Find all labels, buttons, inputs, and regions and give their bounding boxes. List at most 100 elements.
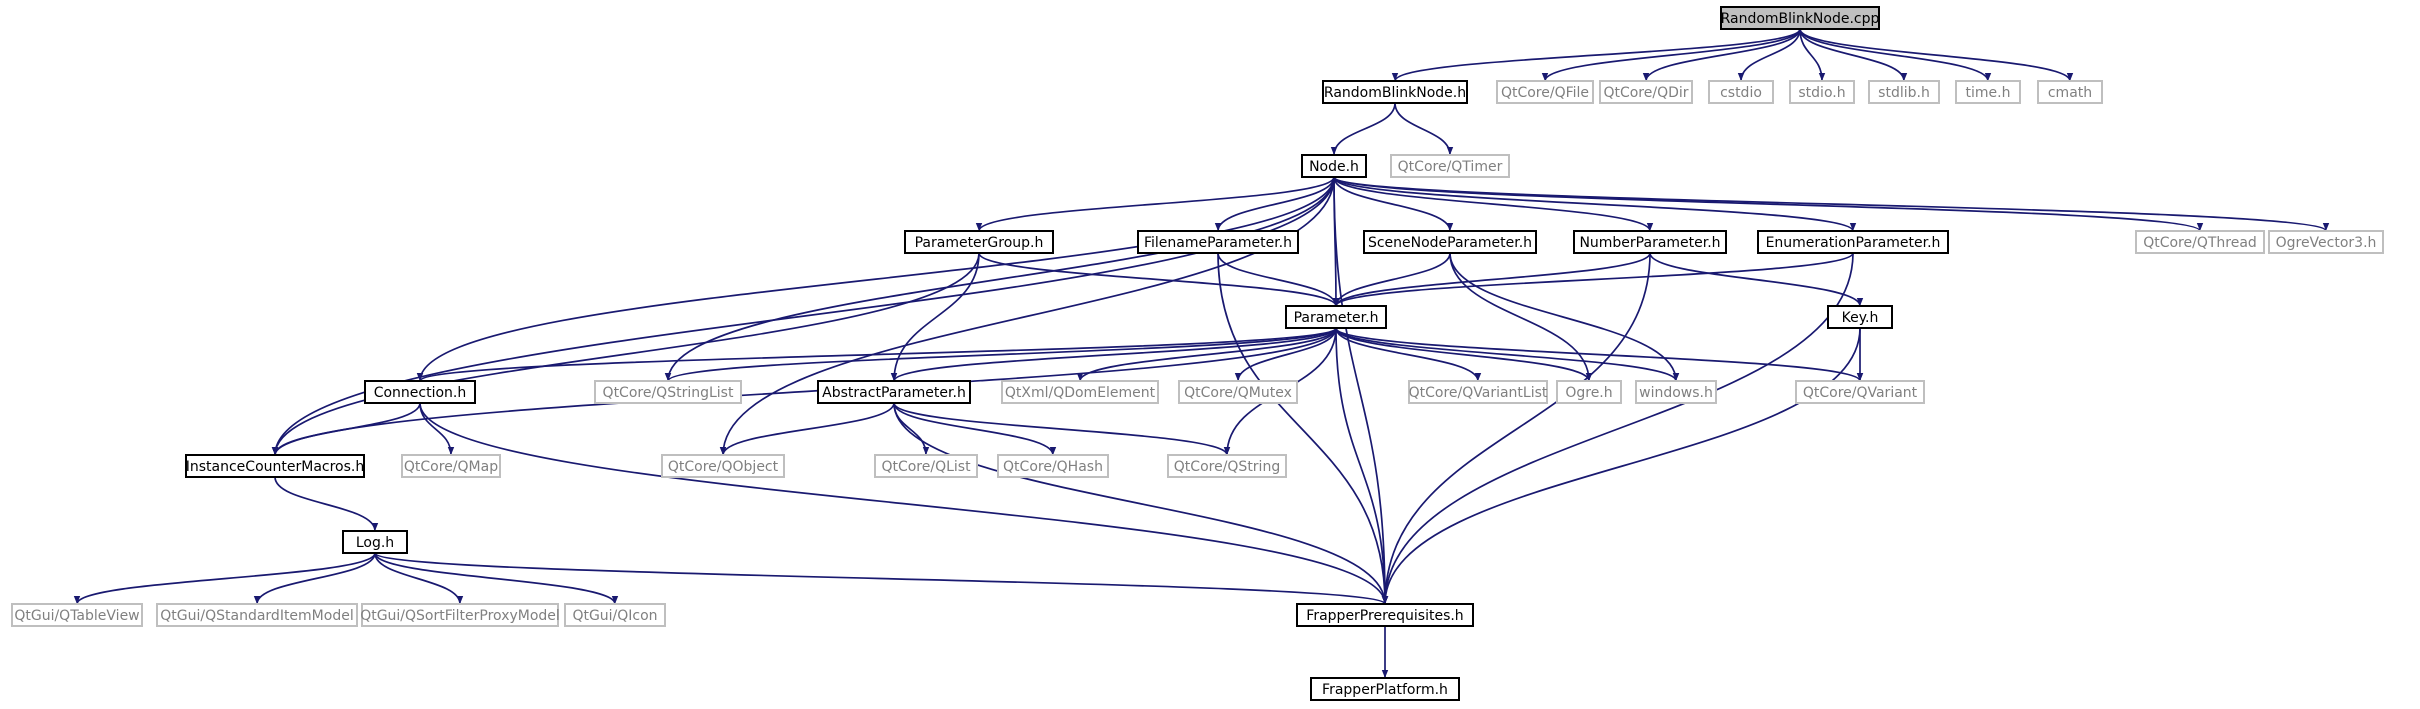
node-filenameparameter-h[interactable]: FilenameParameter.h <box>1137 230 1299 254</box>
edge-n13-n18 <box>1332 252 1451 307</box>
edge-n35-n40 <box>374 552 1388 605</box>
node-label: QtGui/QSortFilterProxyModel <box>360 608 560 624</box>
edge-n0-n8 <box>1799 28 2074 82</box>
node-box <box>342 530 408 554</box>
edge-n0-n7 <box>1799 28 1992 82</box>
node-label: QtCore/QFile <box>1501 85 1589 101</box>
node-box <box>661 454 785 478</box>
edge-n9-n20 <box>416 176 1335 382</box>
edge-n11-n22 <box>890 252 980 382</box>
edge-n18-n24 <box>1234 327 1337 382</box>
node-box <box>1310 677 1460 701</box>
edge-n22-n31 <box>719 402 895 456</box>
edge-n15-n40 <box>1381 252 1854 605</box>
node-label: NumberParameter.h <box>1579 235 1720 251</box>
node-label: cmath <box>2048 85 2092 101</box>
edge-n18-n26 <box>1335 327 1593 382</box>
node-box <box>401 454 501 478</box>
node-node-h[interactable]: Node.h <box>1301 154 1367 178</box>
node-box <box>1599 80 1693 104</box>
node-ogrevector3-h: OgreVector3.h <box>2268 230 2384 254</box>
edge-n9-n11 <box>975 176 1335 232</box>
node-qtcore-qlist: QtCore/QList <box>874 454 978 478</box>
node-time-h: time.h <box>1955 80 2021 104</box>
node-qtcore-qobject: QtCore/QObject <box>661 454 785 478</box>
node-box <box>1795 380 1925 404</box>
edge-n9-n17 <box>1333 176 2329 232</box>
node-box <box>817 380 971 404</box>
node-box <box>1178 380 1298 404</box>
node-box <box>1955 80 2021 104</box>
edge-n11-n29 <box>271 252 980 456</box>
node-randomblinknode-h[interactable]: RandomBlinkNode.h <box>1322 80 1468 104</box>
edge-n18-n27 <box>1335 327 1680 382</box>
node-windows-h: windows.h <box>1635 380 1717 404</box>
edge-n11-n18 <box>978 252 1340 307</box>
node-randomblinknode-cpp[interactable]: RandomBlinkNode.cpp <box>1720 6 1880 30</box>
node-box <box>1827 305 1893 329</box>
node-label: QtGui/QStandardItemModel <box>160 608 353 624</box>
node-log-h[interactable]: Log.h <box>342 530 408 554</box>
node-enumerationparameter-h[interactable]: EnumerationParameter.h <box>1757 230 1949 254</box>
edge-n1-n9 <box>1330 102 1396 156</box>
node-box <box>156 603 358 627</box>
node-box <box>594 380 742 404</box>
node-label: EnumerationParameter.h <box>1766 235 1941 251</box>
node-box <box>361 603 559 627</box>
node-parametergroup-h[interactable]: ParameterGroup.h <box>904 230 1054 254</box>
node-label: QtCore/QMap <box>404 459 498 475</box>
node-instancecountermacros-h[interactable]: InstanceCounterMacros.h <box>185 454 365 478</box>
node-abstractparameter-h[interactable]: AbstractParameter.h <box>817 380 971 404</box>
node-box <box>364 380 476 404</box>
node-qtcore-qfile: QtCore/QFile <box>1496 80 1594 104</box>
node-scenenodeparameter-h[interactable]: SceneNodeParameter.h <box>1363 230 1537 254</box>
node-parameter-h[interactable]: Parameter.h <box>1285 305 1387 329</box>
edge-n12-n40 <box>1217 252 1389 605</box>
edge-n9-n12 <box>1214 176 1335 232</box>
node-numberparameter-h[interactable]: NumberParameter.h <box>1573 230 1727 254</box>
node-frapperprerequisites-h[interactable]: FrapperPrerequisites.h <box>1296 603 1474 627</box>
node-key-h[interactable]: Key.h <box>1827 305 1893 329</box>
node-label: QtCore/QDir <box>1603 85 1688 101</box>
edge-n14-n19 <box>1649 252 1864 307</box>
edge-n0-n5 <box>1799 28 1826 82</box>
node-stdio-h: stdio.h <box>1789 80 1855 104</box>
node-label: OgreVector3.h <box>2276 235 2377 251</box>
node-box <box>1408 380 1548 404</box>
edge-n18-n21 <box>665 327 1337 382</box>
node-qtgui-qicon: QtGui/QIcon <box>564 603 666 627</box>
node-box <box>1708 80 1774 104</box>
node-qtcore-qmap: QtCore/QMap <box>401 454 501 478</box>
node-label: SceneNodeParameter.h <box>1368 235 1532 251</box>
node-cstdio: cstdio <box>1708 80 1774 104</box>
node-label: QtCore/QList <box>881 459 971 475</box>
node-box <box>1137 230 1299 254</box>
node-box <box>1363 230 1537 254</box>
edge-n18-n22 <box>890 327 1337 382</box>
node-label: stdio.h <box>1798 85 1845 101</box>
edge-n9-n14 <box>1333 176 1654 232</box>
edge-n9-n29 <box>271 176 1335 456</box>
edge-n9-n16 <box>1333 176 2203 232</box>
node-label: Ogre.h <box>1565 385 1612 401</box>
node-box <box>1001 380 1159 404</box>
node-label: windows.h <box>1639 385 1713 401</box>
node-box <box>1573 230 1727 254</box>
edge-n13-n26 <box>1449 252 1593 382</box>
node-qtgui-qsortfilterproxymodel: QtGui/QSortFilterProxyModel <box>360 603 560 627</box>
node-box <box>185 454 365 478</box>
node-box <box>2268 230 2384 254</box>
node-connection-h[interactable]: Connection.h <box>364 380 476 404</box>
node-box <box>1720 6 1880 30</box>
node-label: QtCore/QThread <box>2143 235 2257 251</box>
edge-n0-n4 <box>1737 28 1801 82</box>
node-qtcore-qthread: QtCore/QThread <box>2135 230 2265 254</box>
node-label: Node.h <box>1309 159 1359 175</box>
node-box <box>1167 454 1287 478</box>
edge-n15-n18 <box>1332 252 1854 307</box>
node-frapperplatform-h[interactable]: FrapperPlatform.h <box>1310 677 1460 701</box>
edge-n35-n37 <box>253 552 376 605</box>
edge-n19-n40 <box>1381 327 1861 605</box>
edge-n0-n2 <box>1541 28 1801 82</box>
node-label: QtCore/QVariant <box>1803 385 1918 401</box>
